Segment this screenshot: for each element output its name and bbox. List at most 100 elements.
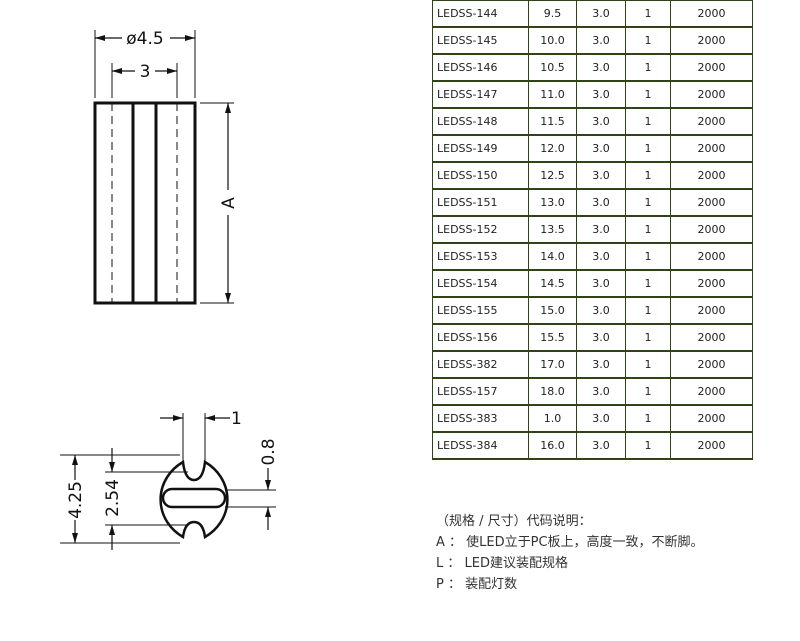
table-cell: 3.0 [576, 377, 626, 406]
table-cell: LEDSS-144 [432, 0, 529, 28]
code-notes: （规格 / 尺寸）代码说明： A ： 使LED立于PC板上，高度一致，不断脚。 … [436, 511, 704, 595]
table-cell: 3.0 [576, 215, 626, 244]
note-l: L ： LED建议装配规格 [436, 556, 568, 571]
table-cell: 10.0 [528, 26, 577, 55]
diameter-label: ø4.5 [126, 29, 163, 49]
table-cell: 2000 [670, 26, 753, 55]
table-cell: LEDSS-152 [432, 215, 529, 244]
table-cell: 1 [625, 242, 671, 271]
table-cell: 10.5 [528, 53, 577, 82]
table-cell: LEDSS-157 [432, 377, 529, 406]
inner-width-label: 3 [140, 62, 151, 82]
table-cell: 1 [625, 0, 671, 28]
table-cell: 1.0 [528, 404, 577, 433]
table-cell: 3.0 [576, 404, 626, 433]
table-cell: 2000 [670, 80, 753, 109]
table-cell: 2000 [670, 377, 753, 406]
table-cell: 3.0 [576, 134, 626, 163]
table-cell: 12.5 [528, 161, 577, 190]
table-cell: 2000 [670, 242, 753, 271]
outer-dimension-label: 4.25 [66, 481, 86, 519]
table-cell: LEDSS-154 [432, 269, 529, 298]
note-p: P ： 装配灯数 [436, 577, 518, 592]
table-cell: LEDSS-153 [432, 242, 529, 271]
table-cell: LEDSS-384 [432, 431, 529, 460]
pitch-label: 2.54 [103, 479, 123, 517]
table-cell: 3.0 [576, 269, 626, 298]
table-cell: 2000 [670, 431, 753, 460]
side-view [93, 30, 234, 305]
table-cell: LEDSS-150 [432, 161, 529, 190]
table-cell: 14.0 [528, 242, 577, 271]
table-cell: 12.0 [528, 134, 577, 163]
table-cell: 3.0 [576, 0, 626, 28]
table-cell: 2000 [670, 269, 753, 298]
table-cell: 2000 [670, 323, 753, 352]
table-cell: 9.5 [528, 0, 577, 28]
table-cell: 2000 [670, 215, 753, 244]
table-cell: 1 [625, 53, 671, 82]
table-cell: 3.0 [576, 107, 626, 136]
table-cell: 3.0 [576, 431, 626, 460]
table-cell: 1 [625, 296, 671, 325]
table-cell: 3.0 [576, 161, 626, 190]
table-cell: LEDSS-151 [432, 188, 529, 217]
table-cell: 14.5 [528, 269, 577, 298]
table-cell: 1 [625, 26, 671, 55]
table-cell: LEDSS-383 [432, 404, 529, 433]
table-cell: 2000 [670, 0, 753, 28]
table-cell: 11.0 [528, 80, 577, 109]
table-cell: 13.0 [528, 188, 577, 217]
table-cell: 13.5 [528, 215, 577, 244]
table-cell: 15.5 [528, 323, 577, 352]
table-cell: 17.0 [528, 350, 577, 379]
table-cell: LEDSS-148 [432, 107, 529, 136]
table-cell: 1 [625, 215, 671, 244]
table-cell: 2000 [670, 161, 753, 190]
table-cell: LEDSS-155 [432, 296, 529, 325]
table-cell: 3.0 [576, 188, 626, 217]
table-cell: 1 [625, 323, 671, 352]
technical-drawing: ø4.5 3 A 4.25 2.54 0.8 1 [60, 29, 279, 550]
top-view [60, 413, 276, 550]
table-cell: 1 [625, 350, 671, 379]
table-cell: LEDSS-147 [432, 80, 529, 109]
table-cell: LEDSS-145 [432, 26, 529, 55]
table-cell: 2000 [670, 53, 753, 82]
table-cell: 2000 [670, 296, 753, 325]
table-cell: 2000 [670, 107, 753, 136]
table-cell: LEDSS-156 [432, 323, 529, 352]
gap-label: 1 [231, 409, 242, 429]
table-cell: 2000 [670, 188, 753, 217]
table-cell: 3.0 [576, 242, 626, 271]
table-cell: 3.0 [576, 53, 626, 82]
table-cell: 3.0 [576, 26, 626, 55]
table-cell: 1 [625, 269, 671, 298]
table-cell: 1 [625, 161, 671, 190]
table-cell: 3.0 [576, 323, 626, 352]
table-cell: LEDSS-146 [432, 53, 529, 82]
table-cell: 1 [625, 377, 671, 406]
table-cell: 1 [625, 188, 671, 217]
table-cell: 2000 [670, 134, 753, 163]
table-cell: 18.0 [528, 377, 577, 406]
table-cell: 1 [625, 134, 671, 163]
table-cell: 2000 [670, 350, 753, 379]
table-cell: LEDSS-149 [432, 134, 529, 163]
table-cell: 3.0 [576, 80, 626, 109]
slot-width-label: 0.8 [259, 438, 279, 465]
